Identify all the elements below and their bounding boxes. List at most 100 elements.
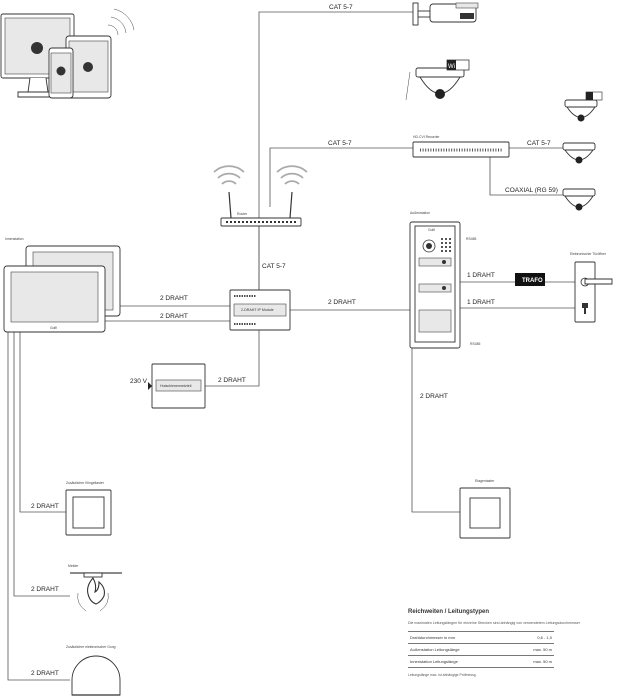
label-cat-top: CAT 5-7 (329, 4, 353, 11)
extra-bell: Zusätzlicher Klingeltaster (65, 481, 112, 536)
door-handle (584, 278, 613, 285)
bell-button[interactable] (442, 286, 446, 290)
app-globe-icon (83, 62, 93, 72)
electronic-gong: Zusätzlicher elektronischer Gong (66, 645, 121, 696)
router-body (220, 217, 302, 227)
label-draht-center: 2 DRAHT (328, 299, 356, 306)
wire-router-nvr (269, 147, 413, 207)
router-label: Router (237, 212, 248, 216)
floor-button: Etagentaster (459, 479, 511, 539)
table-row: Außenstation Leitungslänge max. 50 m (408, 643, 554, 656)
monitors-label: Innenstation (5, 237, 24, 241)
legend-row-label: Innenstation Leitungslänge (408, 655, 511, 668)
camera-arm (417, 10, 431, 18)
trafo-box (515, 273, 545, 286)
label-draht-outdoor: 2 DRAHT (420, 393, 448, 400)
nvr-recorder: HD-CVI Recorder (412, 135, 510, 158)
label-draht-gong: 2 DRAHT (31, 670, 59, 677)
router: Router (213, 165, 308, 227)
indoor-monitors: Innenstation Golfi (3, 237, 121, 333)
pc-stand (27, 77, 49, 93)
dome-camera-right-2 (562, 142, 596, 164)
name-plate[interactable] (418, 257, 452, 267)
router-antenna (228, 191, 232, 219)
table-row: Drahtdurchmesser in mm 0,6 - 1,0 (408, 631, 554, 644)
bell-button[interactable] (442, 260, 446, 264)
dome-lens (575, 156, 583, 164)
keypad-icon (441, 238, 451, 252)
table-row: Innenstation Leitungslänge max. 50 m (408, 655, 554, 668)
label-230v: 230 V (130, 378, 148, 385)
legend-row-label: Außenstation Leitungslänge (408, 643, 511, 656)
legend-row-value: max. 50 m (510, 643, 554, 656)
nvr-label: HD-CVI Recorder (413, 135, 440, 139)
wire-monitor-melder (13, 332, 70, 597)
keyhole-icon (582, 303, 588, 314)
door-opener-plate (574, 261, 596, 323)
power-supply-label: Hutschienennetzteil (160, 384, 192, 388)
wifi-icon (107, 8, 135, 36)
legend-note: Leitungslänge max. ist abhängige Prüfmes… (408, 673, 476, 677)
bullet-camera (412, 2, 479, 26)
outdoor-station-label: Außenstation (410, 211, 430, 215)
name-plate[interactable] (418, 283, 452, 293)
wifi-badge-text: Wi Fi (448, 64, 462, 70)
ip-module-label: 2-DRAHT IP Module (241, 308, 274, 312)
monitor-brand: Golfi (50, 326, 57, 330)
ip-module: 2-DRAHT IP Module (229, 289, 291, 331)
label-cat-mid: CAT 5-7 (328, 140, 352, 147)
transformer: TRAFO (515, 273, 545, 286)
label-1draht-door: 1 DRAHT (467, 299, 495, 306)
legend-row-label: Drahtdurchmesser in mm (408, 631, 511, 644)
legend-title: Reichweiten / Leitungstypen (408, 609, 490, 615)
legend-subtitle: Die maximalen Leitungslängen für einzeln… (408, 621, 581, 625)
monitor-screen (10, 271, 99, 323)
floor-button-label: Etagentaster (475, 479, 495, 483)
wire-labels: CAT 5-7 CAT 5-7 CAT 5-7 COAXIAL (RG 59) … (31, 4, 558, 677)
label-cat-router: CAT 5-7 (262, 263, 286, 270)
range-legend: Reichweiten / Leitungstypen Die maximale… (408, 609, 581, 677)
trafo-label: TRAFO (522, 278, 543, 284)
melder-label: Melder (68, 564, 79, 568)
dome-camera-right-1 (564, 91, 603, 122)
app-globe-icon (31, 42, 43, 54)
arrow-icon (148, 382, 152, 390)
outdoor-station: Außenstation Golfi RS485 RS485 (409, 211, 480, 349)
gong-body (71, 655, 121, 696)
legend-row-value: 0,6 - 1,0 (510, 631, 554, 644)
extra-bell-label: Zusätzlicher Klingeltaster (66, 481, 105, 485)
info-module (418, 309, 452, 333)
camera-wall-mount (412, 2, 419, 26)
rs485-label-top: RS485 (466, 237, 476, 241)
label-draht-monitor-bottom: 2 DRAHT (160, 313, 188, 320)
floor-button-key[interactable] (469, 497, 501, 529)
flame-icon (87, 577, 105, 605)
wire-router-camera-top (258, 11, 415, 300)
dome-lens (577, 114, 585, 122)
label-draht-bell: 2 DRAHT (31, 503, 59, 510)
client-devices (0, 8, 135, 99)
wire-nvr-coax (489, 157, 563, 196)
svg-text:Golfi: Golfi (428, 228, 435, 232)
door-opener: Elektronischer Türöffner (570, 252, 613, 323)
wires (7, 11, 575, 681)
dome-cable (405, 71, 411, 101)
legend-row-value: max. 50 m (510, 655, 554, 668)
power-supply: Hutschienennetzteil (148, 363, 206, 409)
dome-lens (435, 89, 445, 99)
label-cat-right: CAT 5-7 (527, 140, 551, 147)
nvr-body (412, 141, 510, 158)
wire-outdoor-floorbutton (411, 348, 460, 513)
wifi-dome-camera: Wi Fi (405, 59, 470, 101)
label-draht-monitor-top: 2 DRAHT (160, 295, 188, 302)
wire-monitor-bell (19, 332, 66, 513)
wifi-icon (213, 165, 308, 185)
label-draht-melder: 2 DRAHT (31, 586, 59, 593)
extra-bell-key[interactable] (72, 496, 105, 529)
dome-camera-right-3 (562, 188, 596, 211)
camera-hood (455, 2, 479, 9)
door-opener-label: Elektronischer Türöffner (570, 252, 607, 256)
smoke-detector: Melder (68, 564, 122, 612)
wire-monitor-gong (7, 332, 70, 681)
